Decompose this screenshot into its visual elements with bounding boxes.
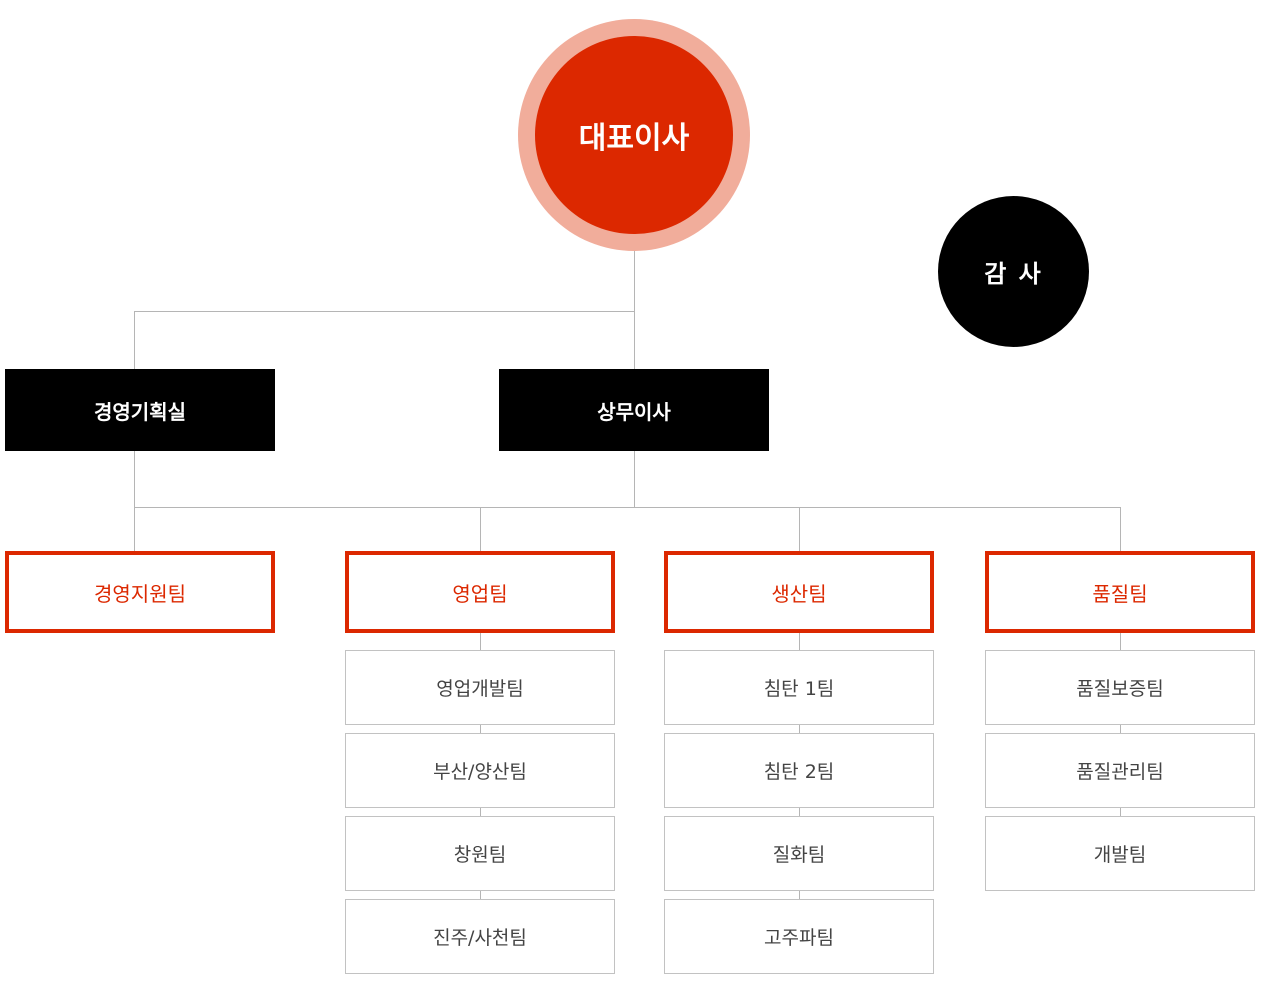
sub-team-node: 품질보증팀 — [985, 650, 1255, 725]
sub-team-label: 영업개발팀 — [436, 678, 524, 700]
connector-line — [1120, 507, 1121, 551]
team-node-sales: 영업팀 — [345, 551, 615, 633]
sub-team-node: 질화팀 — [664, 816, 934, 891]
connector-line — [134, 507, 1121, 508]
sub-team-label: 창원팀 — [453, 844, 507, 866]
sub-team-node: 영업개발팀 — [345, 650, 615, 725]
sub-team-node: 부산/양산팀 — [345, 733, 615, 808]
team-label: 품질팀 — [1092, 581, 1148, 606]
planning-office-node: 경영기획실 — [5, 369, 275, 451]
sub-team-node: 개발팀 — [985, 816, 1255, 891]
sub-team-label: 고주파팀 — [764, 927, 834, 949]
connector-line — [134, 311, 135, 369]
connector-line — [634, 451, 635, 507]
node-label: 경영기획실 — [94, 399, 186, 424]
ceo-node: 대표이사 — [535, 36, 733, 234]
sub-team-node: 고주파팀 — [664, 899, 934, 974]
sub-team-label: 침탄 1팀 — [763, 678, 835, 700]
sub-team-node: 진주/사천팀 — [345, 899, 615, 974]
sub-team-label: 부산/양산팀 — [433, 761, 527, 783]
sub-team-label: 질화팀 — [772, 844, 826, 866]
team-label: 생산팀 — [771, 581, 827, 606]
team-node-quality: 품질팀 — [985, 551, 1255, 633]
node-label: 상무이사 — [597, 399, 671, 424]
managing-director-node: 상무이사 — [499, 369, 769, 451]
team-label: 영업팀 — [452, 581, 508, 606]
auditor-node: 감 사 — [938, 196, 1089, 347]
sub-team-label: 개발팀 — [1093, 844, 1147, 866]
connector-line — [134, 311, 635, 312]
team-node-production: 생산팀 — [664, 551, 934, 633]
sub-team-node: 창원팀 — [345, 816, 615, 891]
sub-team-label: 진주/사천팀 — [433, 927, 527, 949]
connector-line — [134, 451, 135, 551]
team-node-management-support: 경영지원팀 — [5, 551, 275, 633]
ceo-label: 대표이사 — [578, 121, 690, 156]
sub-team-label: 침탄 2팀 — [763, 761, 835, 783]
sub-team-node: 침탄 2팀 — [664, 733, 934, 808]
sub-team-label: 품질보증팀 — [1076, 678, 1164, 700]
connector-line — [480, 507, 481, 551]
sub-team-node: 침탄 1팀 — [664, 650, 934, 725]
connector-line — [634, 251, 635, 369]
connector-line — [799, 507, 800, 551]
sub-team-node: 품질관리팀 — [985, 733, 1255, 808]
team-label: 경영지원팀 — [94, 581, 186, 606]
sub-team-label: 품질관리팀 — [1076, 761, 1164, 783]
auditor-label: 감 사 — [984, 260, 1043, 288]
